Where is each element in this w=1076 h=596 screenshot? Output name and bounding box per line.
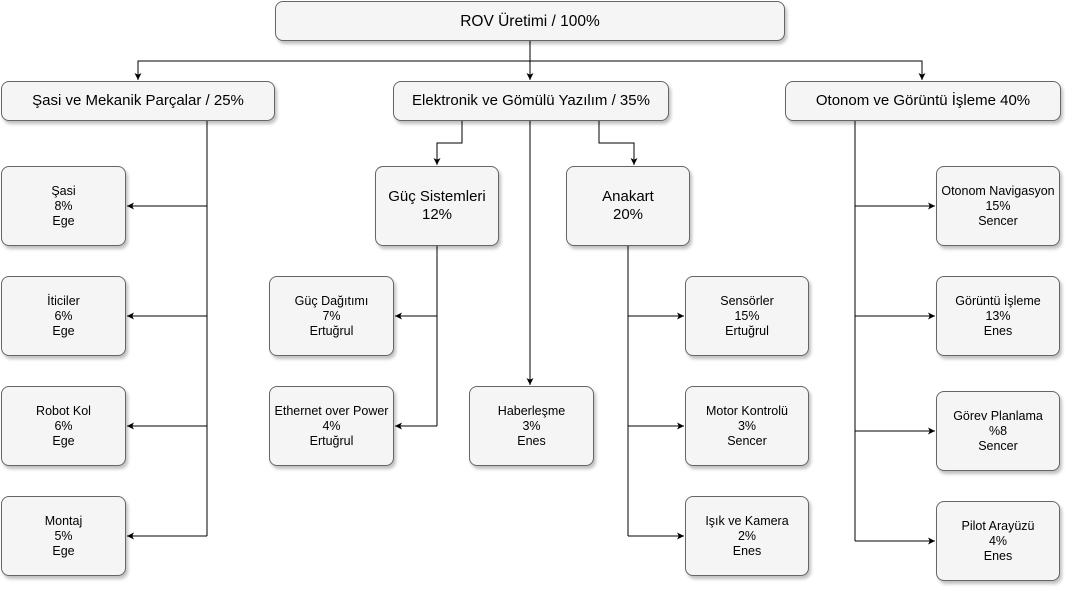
task-name: Işık ve Kamera <box>705 513 789 528</box>
task-owner: Ertuğrul <box>309 323 354 338</box>
task-owner: Sencer <box>978 438 1018 453</box>
root-label: ROV Üretimi / 100% <box>460 12 600 30</box>
task-owner: Enes <box>517 433 546 448</box>
task-owner: Sencer <box>978 213 1018 228</box>
task-owner: Ege <box>52 433 75 448</box>
subsystem-percent: 20% <box>612 206 644 223</box>
task-name: Haberleşme <box>497 403 566 418</box>
branch-mechanical[interactable]: Şasi ve Mekanik Parçalar / 25% <box>1 81 275 121</box>
task-name: Görüntü İşleme <box>955 293 1041 308</box>
task-name: Sensörler <box>720 293 774 308</box>
task-gorev-planlama[interactable]: Görev Planlama %8 Sencer <box>936 391 1060 471</box>
task-haberlesme[interactable]: Haberleşme 3% Enes <box>469 386 594 466</box>
task-name: Robot Kol <box>36 403 91 418</box>
task-owner: Ege <box>52 323 75 338</box>
task-motor-kontrolu[interactable]: Motor Kontrolü 3% Sencer <box>685 386 809 466</box>
task-owner: Enes <box>983 548 1013 563</box>
task-percent: 4% <box>322 418 341 433</box>
task-ethernet-over-power[interactable]: Ethernet over Power 4% Ertuğrul <box>269 386 394 466</box>
task-guc-dagitimi[interactable]: Güç Dağıtımı 7% Ertuğrul <box>269 276 394 356</box>
task-owner: Enes <box>732 543 762 558</box>
task-percent: 8% <box>54 198 73 213</box>
root-node[interactable]: ROV Üretimi / 100% <box>275 1 785 41</box>
task-name: Pilot Arayüzü <box>961 518 1035 533</box>
task-percent: 15% <box>985 198 1011 213</box>
task-percent: 4% <box>988 533 1008 548</box>
branch-autonomy[interactable]: Otonom ve Görüntü İşleme 40% <box>785 81 1061 121</box>
task-percent: 3% <box>737 418 757 433</box>
task-owner: Ege <box>52 213 75 228</box>
task-robot-kol[interactable]: Robot Kol 6% Ege <box>1 386 126 466</box>
task-isik-ve-kamera[interactable]: Işık ve Kamera 2% Enes <box>685 496 809 576</box>
task-owner: Ertuğrul <box>309 433 354 448</box>
branch-mechanical-label: Şasi ve Mekanik Parçalar / 25% <box>32 92 244 109</box>
subsystem-board[interactable]: Anakart 20% <box>566 166 690 246</box>
branch-electronics[interactable]: Elektronik ve Gömülü Yazılım / 35% <box>393 81 669 121</box>
task-percent: 5% <box>54 528 73 543</box>
task-percent: 6% <box>54 308 73 323</box>
task-name: Motor Kontrolü <box>706 403 788 418</box>
task-sensorler[interactable]: Sensörler 15% Ertuğrul <box>685 276 809 356</box>
task-owner: Ege <box>52 543 75 558</box>
task-montaj[interactable]: Montaj 5% Ege <box>1 496 126 576</box>
task-percent: 2% <box>737 528 757 543</box>
task-name: İticiler <box>47 293 80 308</box>
subsystem-percent: 12% <box>421 206 453 223</box>
task-name: Güç Dağıtımı <box>294 293 369 308</box>
task-owner: Sencer <box>727 433 767 448</box>
subsystem-name: Güç Sistemleri <box>388 188 486 205</box>
task-name: Montaj <box>44 513 83 528</box>
task-sasi[interactable]: Şasi 8% Ege <box>1 166 126 246</box>
branch-electronics-label: Elektronik ve Gömülü Yazılım / 35% <box>412 92 650 109</box>
task-owner: Enes <box>983 323 1013 338</box>
task-percent: 13% <box>985 308 1011 323</box>
task-name: Şasi <box>51 183 76 198</box>
task-percent: %8 <box>988 423 1008 438</box>
subsystem-name: Anakart <box>602 188 654 205</box>
task-owner: Ertuğrul <box>725 323 769 338</box>
task-pilot-arayuzu[interactable]: Pilot Arayüzü 4% Enes <box>936 501 1060 581</box>
task-percent: 7% <box>322 308 341 323</box>
branch-autonomy-label: Otonom ve Görüntü İşleme 40% <box>815 92 1031 109</box>
task-percent: 3% <box>522 418 541 433</box>
task-name: Görev Planlama <box>953 408 1043 423</box>
task-percent: 15% <box>734 308 760 323</box>
task-goruntu-isleme[interactable]: Görüntü İşleme 13% Enes <box>936 276 1060 356</box>
subsystem-power[interactable]: Güç Sistemleri 12% <box>375 166 499 246</box>
task-otonom-navigasyon[interactable]: Otonom Navigasyon 15% Sencer <box>936 166 1060 246</box>
task-name: Ethernet over Power <box>274 403 389 418</box>
task-iticiler[interactable]: İticiler 6% Ege <box>1 276 126 356</box>
task-percent: 6% <box>54 418 73 433</box>
task-name: Otonom Navigasyon <box>941 183 1055 198</box>
